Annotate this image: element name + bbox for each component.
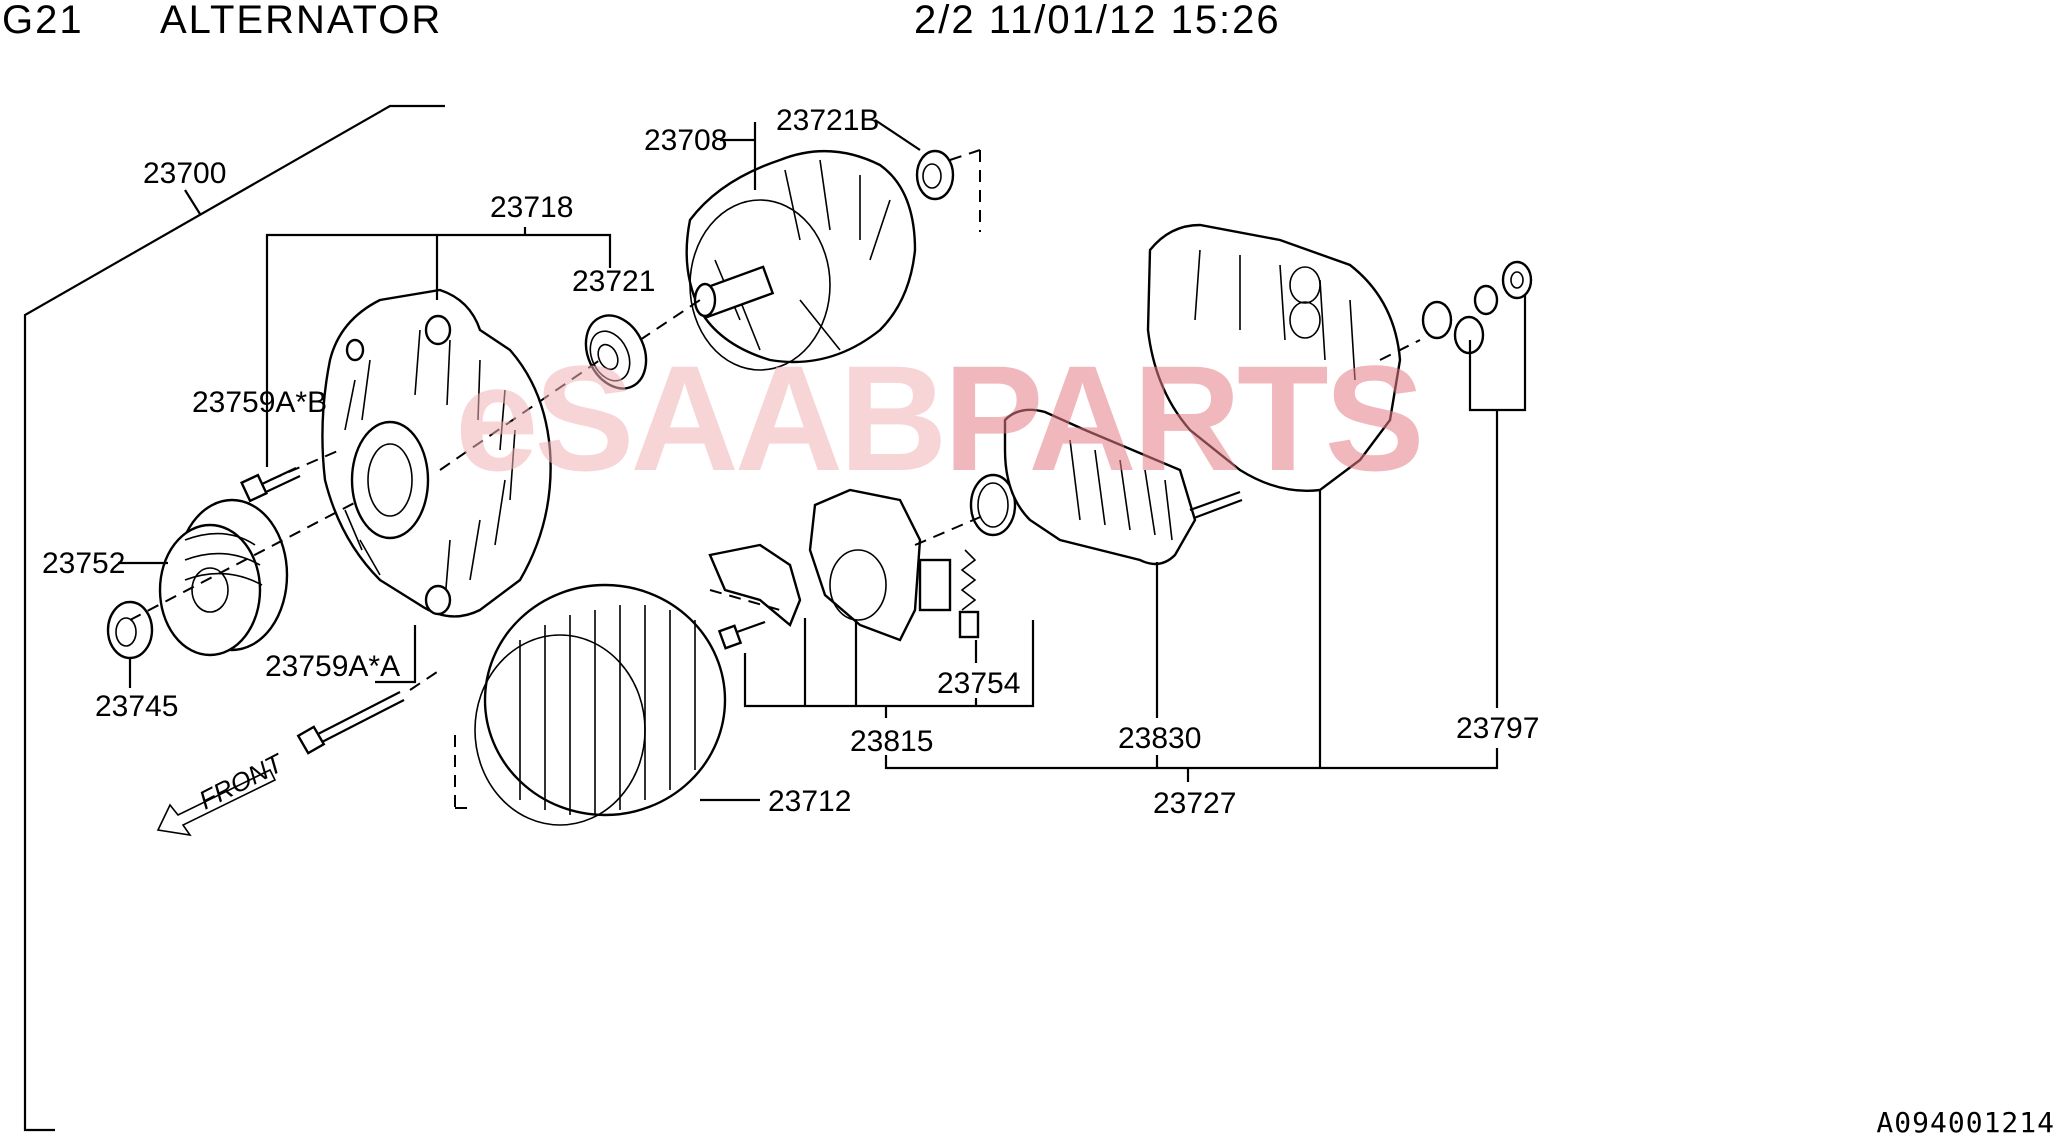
watermark-logo: eSAABPARTS [455, 334, 1425, 502]
stator-part[interactable] [474, 583, 727, 826]
callout-23745[interactable]: 23745 [95, 690, 178, 723]
rear-bearing-part[interactable] [915, 149, 955, 201]
callout-23727[interactable]: 23727 [1153, 787, 1236, 820]
callout-23721[interactable]: 23721 [572, 265, 655, 298]
callout-23797[interactable]: 23797 [1456, 712, 1539, 745]
diagram-title: ALTERNATOR [160, 0, 443, 42]
callout-23700[interactable]: 23700 [143, 157, 226, 190]
pulley-nut-part[interactable] [106, 600, 154, 660]
callout-23754[interactable]: 23754 [937, 667, 1020, 700]
long-bolt-part[interactable] [296, 691, 405, 755]
brush-holder-part[interactable] [808, 488, 952, 642]
diagram-group-code: G21 [2, 0, 84, 42]
callout-23721B[interactable]: 23721B [776, 104, 879, 137]
rectifier-part[interactable] [1003, 408, 1243, 566]
svg-text:eSAABPARTS: eSAABPARTS [455, 334, 1421, 502]
callout-23712[interactable]: 23712 [768, 785, 851, 818]
callout-leader-lines [118, 119, 1527, 802]
o-ring-part[interactable] [969, 473, 1017, 537]
callout-23830[interactable]: 23830 [1118, 722, 1201, 755]
assembly-bracket-23700 [23, 104, 445, 1132]
short-bolt-part[interactable] [240, 467, 301, 503]
rotor-part[interactable] [685, 149, 917, 371]
terminal-plate-part[interactable] [708, 543, 802, 650]
pulley-part[interactable] [158, 498, 289, 657]
front-label: FRONT [194, 747, 289, 815]
terminal-nut-set-part[interactable] [1421, 260, 1533, 355]
callout-23708[interactable]: 23708 [644, 124, 727, 157]
callout-23718[interactable]: 23718 [490, 191, 573, 224]
callout-23752[interactable]: 23752 [42, 547, 125, 580]
watermark-brand-light: eSAAB [455, 334, 943, 502]
drawing-code: A094001214 [1876, 1106, 2055, 1139]
watermark-brand-strong: PARTS [943, 334, 1420, 502]
callout-23759A-B[interactable]: 23759A*B [192, 386, 327, 419]
callout-23759A-A[interactable]: 23759A*A [265, 650, 400, 683]
assembly-axis-lines [129, 149, 1421, 809]
callout-labels: 23700 23718 23708 23721B 23721 23759A*B … [42, 104, 1539, 820]
front-direction-indicator: FRONT [156, 747, 289, 837]
callout-23815[interactable]: 23815 [850, 725, 933, 758]
page-date: 2/2 11/01/12 15:26 [914, 0, 1281, 42]
rear-cover-part[interactable] [1146, 223, 1402, 492]
brush-spring-part[interactable] [958, 549, 980, 639]
front-housing-part[interactable] [321, 288, 552, 618]
